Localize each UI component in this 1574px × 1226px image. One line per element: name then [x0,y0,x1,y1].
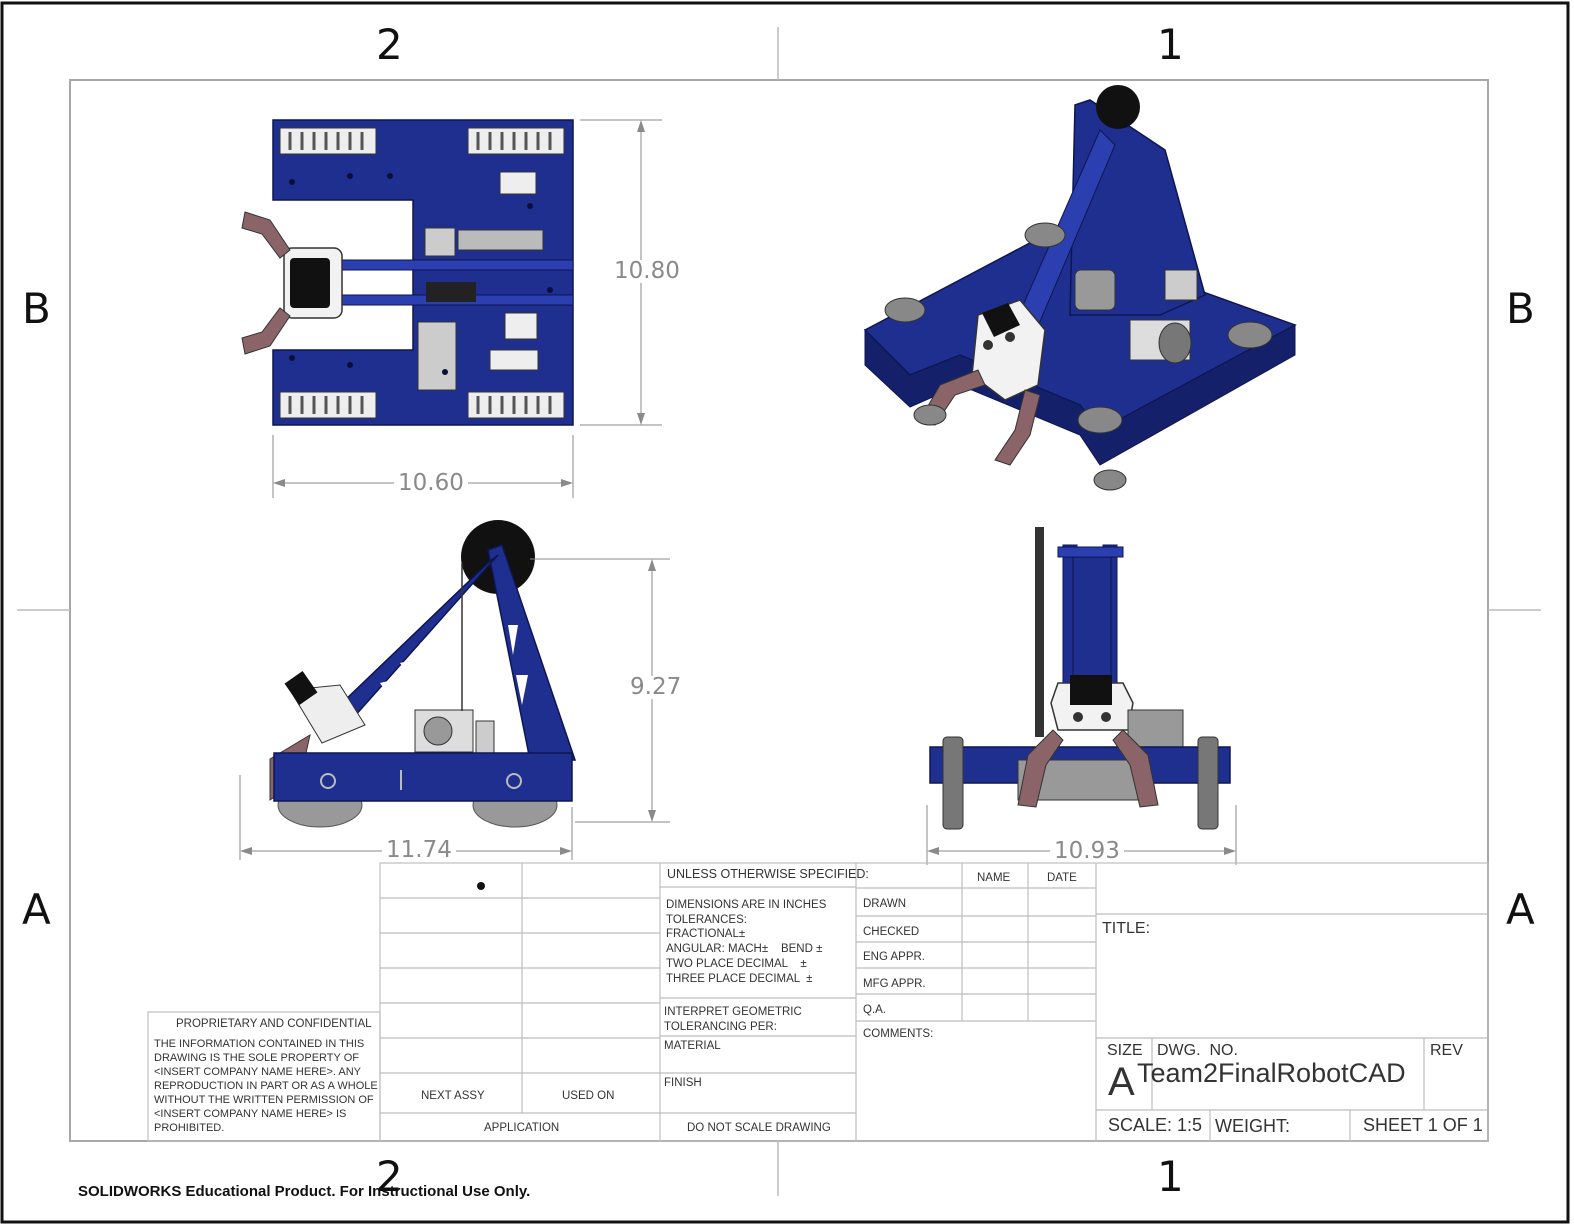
checked-label: CHECKED [863,926,920,938]
zone-label-2-top: 2 [376,20,403,69]
dimension-front-view-width: 10.93 [1050,840,1124,863]
used-on-label: USED ON [562,1090,615,1102]
isometric-view [863,85,1297,491]
comments-label: COMMENTS: [863,1028,934,1040]
proprietary-line: REPRODUCTION IN PART OR AS A WHOLE [154,1080,378,1092]
proprietary-line: PROHIBITED. [154,1122,225,1134]
side-view [239,520,670,860]
unless-specified-label: UNLESS OTHERWISE SPECIFIED: [667,867,869,881]
zone-label-b-right: B [1506,284,1535,333]
next-assy-label: NEXT ASSY [421,1090,485,1102]
material-label: MATERIAL [664,1040,721,1052]
proprietary-title: PROPRIETARY AND CONFIDENTIAL [176,1018,372,1030]
size-value: A [1108,1060,1135,1104]
proprietary-line: <INSERT COMPANY NAME HERE> IS [154,1108,347,1120]
rev-label: REV [1430,1042,1463,1059]
zone-label-b-left: B [22,284,51,333]
zone-label-1-top: 1 [1157,20,1184,69]
do-not-scale-label: DO NOT SCALE DRAWING [687,1122,831,1134]
sheet-label: SHEET 1 OF 1 [1363,1115,1483,1135]
dimension-side-view-length: 11.74 [382,839,456,862]
zone-label-a-left: A [22,885,51,934]
tolerance-line: FRACTIONAL± [666,928,746,941]
proprietary-line: <INSERT COMPANY NAME HERE>. ANY [154,1066,362,1078]
title-label: TITLE: [1102,920,1151,937]
interpret-line: TOLERANCING PER: [664,1020,777,1033]
dimension-side-view-height: 9.27 [626,676,686,699]
top-view [241,119,662,498]
proprietary-text: THE INFORMATION CONTAINED IN THIS DRAWIN… [154,1037,378,1135]
zone-label-2-bottom: 2 [376,1152,403,1201]
mfg-appr-label: MFG APPR. [863,978,926,990]
proprietary-line: THE INFORMATION CONTAINED IN THIS [154,1038,365,1050]
date-header: DATE [1047,872,1077,884]
weight-label: WEIGHT: [1215,1116,1290,1136]
tolerance-line: THREE PLACE DECIMAL ± [666,972,813,985]
tolerance-line: ANGULAR: MACH± BEND ± [666,943,823,956]
dimension-top-view-height: 10.80 [610,260,684,283]
eng-appr-label: ENG APPR. [863,951,925,963]
application-label: APPLICATION [484,1122,560,1134]
size-label: SIZE [1107,1042,1143,1059]
zone-label-1-bottom: 1 [1157,1152,1184,1201]
dwg-no-label: DWG. NO. [1157,1042,1238,1059]
proprietary-line: DRAWING IS THE SOLE PROPERTY OF [154,1052,359,1064]
tolerances-block: DIMENSIONS ARE IN INCHES TOLERANCES: FRA… [666,898,826,986]
tolerance-line: DIMENSIONS ARE IN INCHES [666,899,827,911]
interpret-label: INTERPRET GEOMETRIC TOLERANCING PER: [664,1005,802,1034]
drawn-label: DRAWN [863,898,907,910]
scale-label: SCALE: 1:5 [1108,1115,1203,1135]
zone-label-a-right: A [1506,885,1535,934]
tolerance-line: TOLERANCES: [666,913,747,926]
finish-label: FINISH [664,1077,702,1089]
interpret-line: INTERPRET GEOMETRIC [664,1006,802,1018]
tolerance-line: TWO PLACE DECIMAL ± [666,957,807,970]
proprietary-line: WITHOUT THE WRITTEN PERMISSION OF [154,1094,374,1106]
educational-watermark: SOLIDWORKS Educational Product. For Inst… [78,1183,531,1200]
qa-label: Q.A. [863,1004,887,1016]
name-header: NAME [977,872,1011,884]
drawing-number: Team2FinalRobotCAD [1137,1058,1406,1088]
dimension-top-view-width: 10.60 [394,472,468,495]
